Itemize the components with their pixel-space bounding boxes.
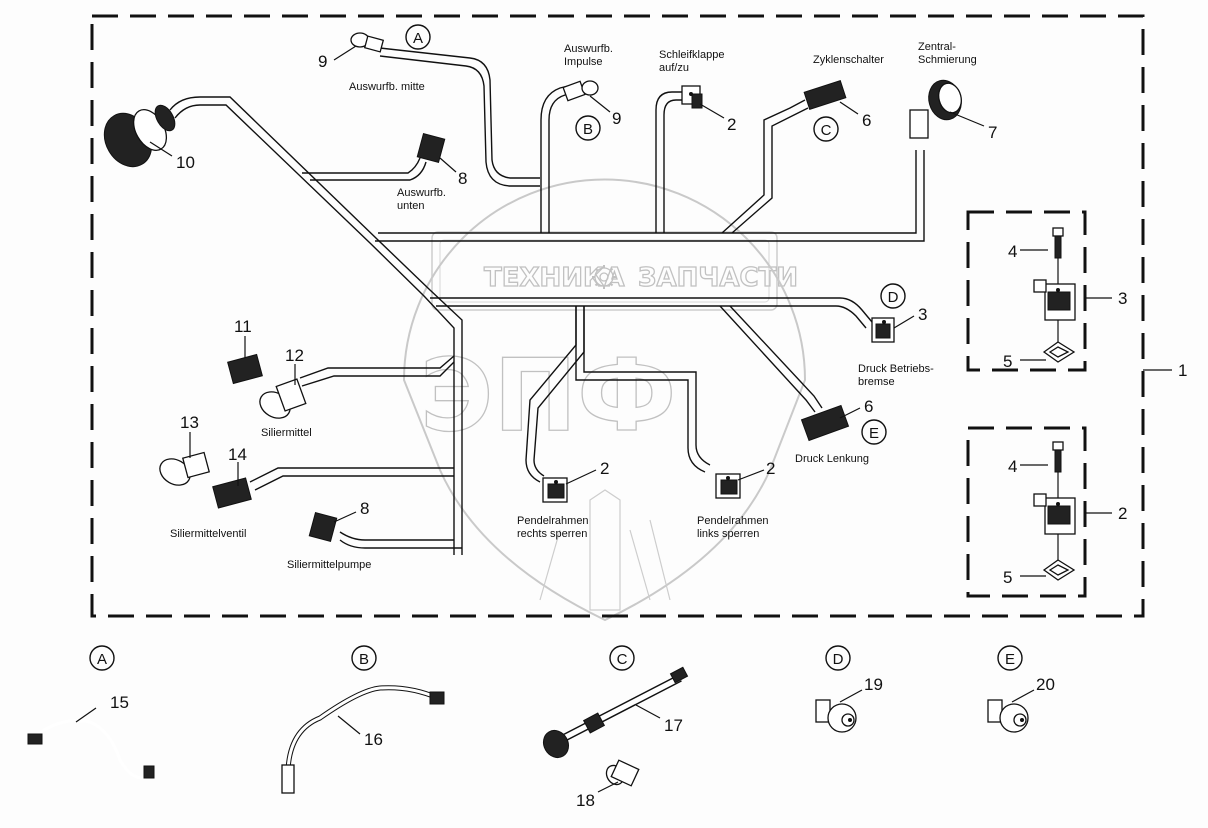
connector-11-icon	[227, 353, 263, 385]
watermark: ТЕХНИКА ЗАПЧАСТИ ЭПФ	[402, 178, 807, 622]
callout-11: 11	[234, 317, 252, 336]
callout-7: 7	[988, 123, 997, 142]
detail-marker-a: A	[405, 24, 431, 50]
callout-8-bottom: 8	[360, 499, 369, 518]
kit-2-gasket-number: 5	[1003, 568, 1012, 587]
detail-a-part-number: 15	[110, 693, 129, 712]
label-druck-betriebsbremse: Druck Betriebs-bremse	[858, 363, 934, 388]
callout-8-top: 8	[458, 169, 467, 188]
connector-2-top-icon	[681, 85, 703, 109]
valve-plug-icon	[1033, 279, 1076, 321]
connector-12-icon	[259, 378, 307, 419]
watermark-wheat	[539, 489, 671, 611]
label-siliermittelventil: Siliermittelventil	[170, 528, 246, 540]
callout-9-b: 9	[612, 109, 621, 128]
kit-3-gasket-number: 5	[1003, 352, 1012, 371]
detail-c-letter: C	[617, 651, 628, 668]
connector-9-b-icon	[562, 80, 599, 102]
callout-2-right: 2	[600, 459, 609, 478]
callout-12: 12	[285, 346, 304, 365]
valve-plug-icon	[1033, 493, 1076, 535]
bolt-icon	[1052, 227, 1064, 259]
detail-c-extra-part-number: 18	[576, 791, 595, 810]
callout-14: 14	[228, 445, 247, 464]
label-siliermittel: Siliermittel	[261, 427, 312, 439]
callout-6-bottom: 6	[864, 397, 873, 416]
label-auswurfb-unten: Auswurfb.unten	[397, 187, 446, 212]
detail-e-part-number: 20	[1036, 675, 1055, 694]
connector-8-top-icon	[416, 132, 446, 164]
detail-marker-e: E	[861, 419, 887, 445]
kit-2: 4 5 2	[966, 426, 1127, 598]
detail-a-letter: A	[97, 651, 107, 668]
label-zentral-schmierung: Zentral-Schmierung	[918, 41, 977, 66]
svg-text:D: D	[888, 289, 899, 306]
callout-13: 13	[180, 413, 199, 432]
kit-3-bolt-number: 4	[1008, 242, 1017, 261]
watermark-shield	[402, 178, 807, 622]
detail-e: E 20	[987, 645, 1055, 733]
detail-d-letter: D	[833, 651, 844, 668]
kit-2-bolt-number: 4	[1008, 457, 1017, 476]
label-auswurfb-mitte: Auswurfb. mitte	[349, 81, 425, 93]
connector-6-top-icon	[803, 79, 847, 111]
callout-2-top: 2	[727, 115, 736, 134]
connector-10-icon	[103, 104, 176, 168]
detail-a: A 15	[27, 645, 155, 780]
detail-d-part-number: 19	[864, 675, 883, 694]
connector-6-bottom-icon	[800, 404, 850, 442]
watermark-banner-inner	[439, 239, 770, 303]
callout-6-top: 6	[862, 111, 871, 130]
label-auswurfb-impulse: Auswurfb.Impulse	[564, 43, 613, 68]
detail-b-part-number: 16	[364, 730, 383, 749]
svg-text:E: E	[869, 425, 879, 442]
assembly-item-number: 1	[1178, 361, 1187, 380]
label-siliermittelpumpe: Siliermittelpumpe	[287, 559, 371, 571]
gasket-icon	[1042, 341, 1076, 363]
watermark-text-left: ТЕХНИКА	[484, 263, 624, 293]
detail-marker-c: C	[813, 116, 839, 142]
connector-2-left-icon	[715, 473, 741, 499]
detail-b-letter: B	[359, 651, 369, 668]
connector-7-icon	[909, 79, 962, 139]
connector-9-a-icon	[350, 32, 385, 53]
label-zyklenschalter: Zyklenschalter	[813, 54, 884, 66]
leader-lines	[149, 45, 985, 523]
connector-13-icon	[159, 451, 211, 486]
connector-14-icon	[212, 477, 252, 509]
detail-marker-b: B	[575, 115, 601, 141]
detail-marker-d: D	[880, 283, 906, 309]
detail-e-letter: E	[1005, 651, 1015, 668]
bolt-icon	[1052, 441, 1064, 473]
callout-3: 3	[918, 305, 927, 324]
harness-cables	[169, 47, 925, 555]
callout-10: 10	[176, 153, 195, 172]
connector-8-bottom-icon	[308, 511, 338, 543]
kit-2-number: 2	[1118, 504, 1127, 523]
detail-c-part-number: 17	[664, 716, 683, 735]
assembly-boundary	[90, 14, 1145, 618]
kit-3: 4 5 3	[966, 210, 1127, 372]
label-druck-lenkung: Druck Lenkung	[795, 453, 869, 465]
watermark-banner	[431, 231, 778, 311]
svg-text:C: C	[821, 122, 832, 139]
connector-2-right-icon	[542, 477, 568, 503]
detail-b: B 16	[281, 645, 445, 794]
callout-9-a: 9	[318, 52, 327, 71]
gear-icon	[592, 265, 616, 289]
callout-2-left: 2	[766, 459, 775, 478]
gasket-icon	[1042, 559, 1076, 581]
detail-c: C 17 18	[542, 645, 689, 810]
label-line: Auswurfb.	[564, 43, 613, 55]
detail-d: D 19	[815, 645, 883, 733]
watermark-text-right: ЗАПЧАСТИ	[638, 263, 798, 293]
svg-text:A: A	[413, 30, 423, 47]
kit-3-number: 3	[1118, 289, 1127, 308]
svg-text:B: B	[583, 121, 593, 138]
connector-3-icon	[871, 317, 895, 343]
